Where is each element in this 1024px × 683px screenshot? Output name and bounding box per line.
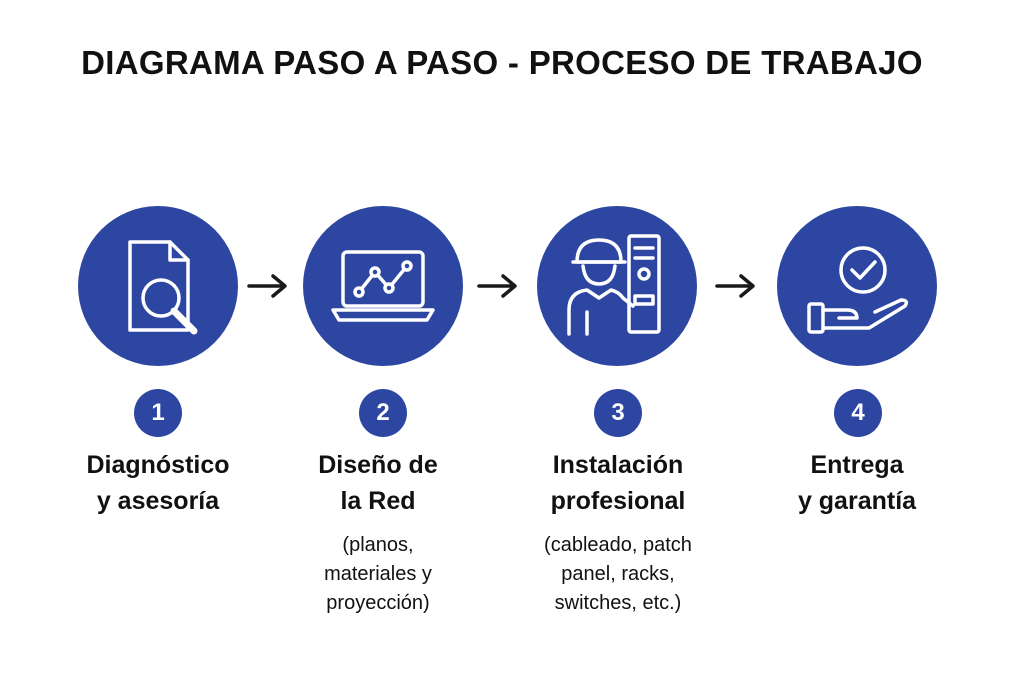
- arrow-right-icon: [477, 274, 517, 298]
- step-3-detail-line: switches, etc.): [554, 592, 682, 614]
- step-3-detail-line: (cableado, patch: [544, 534, 692, 556]
- step-1-label-line2: y asesoría: [96, 487, 220, 515]
- technician-server-icon: [567, 234, 661, 336]
- step-3-circle: [537, 206, 697, 366]
- step-2-number-badge: 2: [359, 389, 407, 437]
- step-3-label-line2: profesional: [550, 487, 686, 515]
- step-3-label: Instalación profesional: [498, 447, 738, 519]
- step-3-detail-line: panel, racks,: [561, 563, 675, 585]
- arrow-right-icon: [247, 274, 287, 298]
- step-1-label: Diagnóstico y asesoría: [38, 447, 278, 519]
- step-4-label-line1: Entrega: [810, 451, 904, 479]
- step-4-label-line2: y garantía: [797, 487, 917, 515]
- step-1-label-line1: Diagnóstico: [86, 451, 230, 479]
- step-4-label: Entrega y garantía: [737, 447, 977, 519]
- step-1-number-badge: 1: [134, 389, 182, 437]
- arrow-right-icon: [715, 274, 755, 298]
- step-3-number-badge: 3: [594, 389, 642, 437]
- step-2-circle: [303, 206, 463, 366]
- step-4-circle: [777, 206, 937, 366]
- step-2-detail-line: proyección): [326, 592, 430, 614]
- step-4-number-badge: 4: [834, 389, 882, 437]
- step-3-details: (cableado, patch panel, racks, switches,…: [498, 531, 738, 618]
- step-3-label-line1: Instalación: [552, 451, 684, 479]
- step-1-circle: [78, 206, 238, 366]
- laptop-chart-icon: [331, 250, 435, 322]
- hand-check-icon: [807, 246, 909, 334]
- step-2-details: (planos, materiales y proyección): [258, 531, 498, 618]
- page-title: DIAGRAMA PASO A PASO - PROCESO DE TRABAJ…: [81, 44, 923, 81]
- document-search-icon: [128, 240, 198, 335]
- step-2-detail-line: materiales y: [324, 563, 432, 585]
- step-2-detail-line: (planos,: [342, 534, 414, 556]
- step-2-label-line2: la Red: [340, 487, 416, 515]
- step-2-label: Diseño de la Red: [258, 447, 498, 519]
- step-2-label-line1: Diseño de: [318, 451, 438, 479]
